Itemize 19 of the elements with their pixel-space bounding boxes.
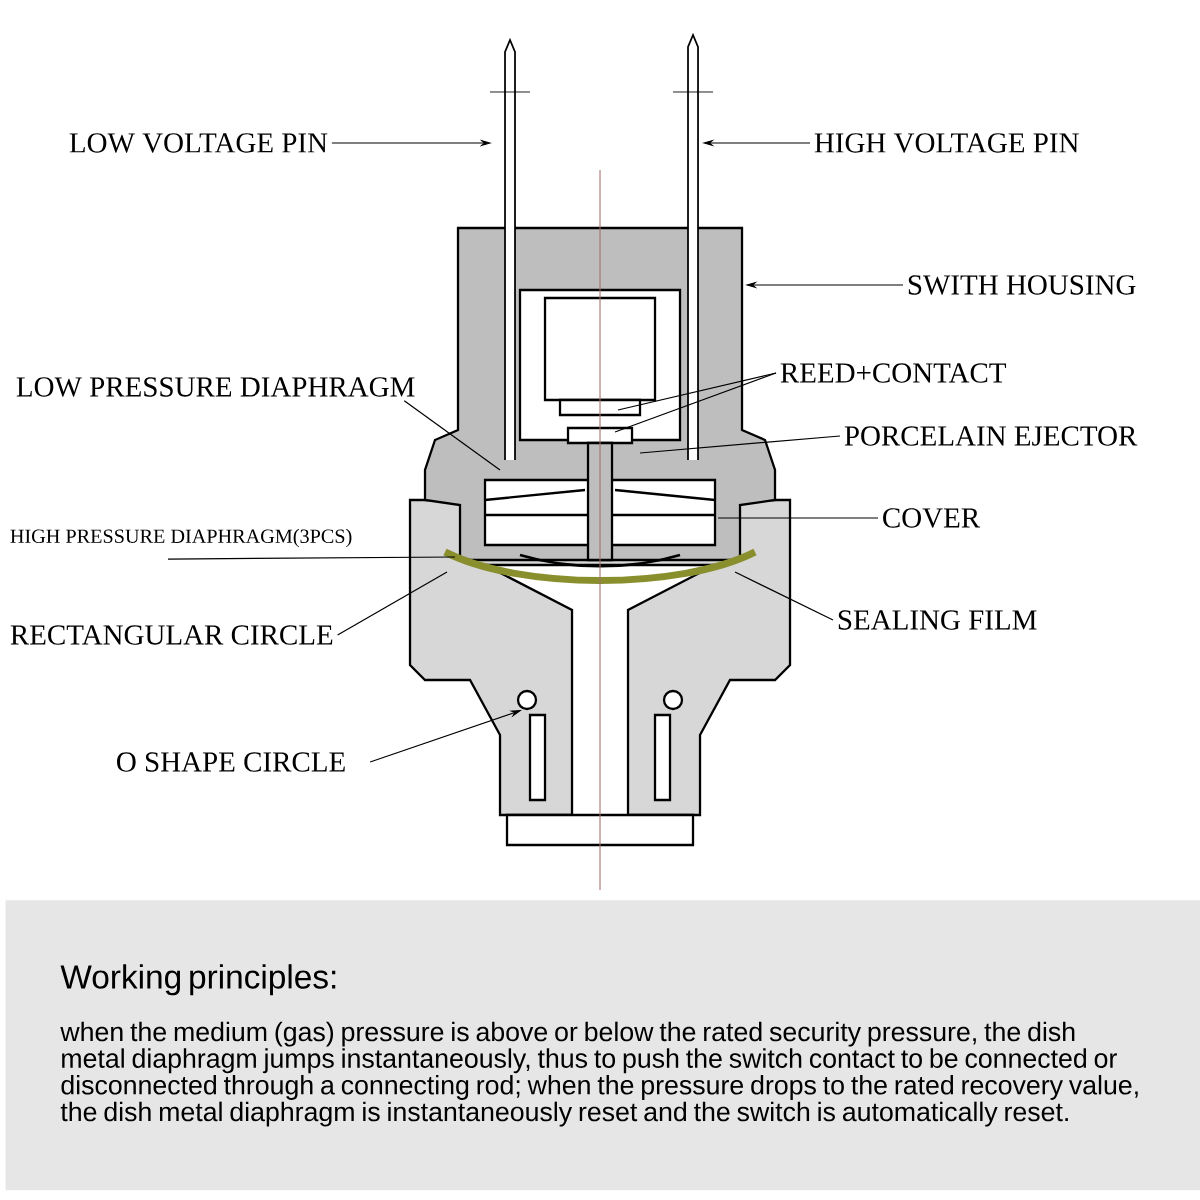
leader-line bbox=[717, 517, 879, 519]
part-label: O SHAPE CIRCLE bbox=[117, 752, 345, 772]
part-label: COVER bbox=[883, 508, 981, 528]
leader-line bbox=[403, 400, 501, 471]
part-label: REED+CONTACT bbox=[780, 363, 1007, 383]
part-label: SEALING FILM bbox=[838, 610, 1037, 630]
leader-line bbox=[734, 571, 834, 621]
leader-line bbox=[337, 571, 448, 636]
part-label: SWITH HOUSING bbox=[908, 275, 1136, 295]
part-label: RECTANGULAR CIRCLE bbox=[10, 625, 333, 645]
part-label: HIGH VOLTAGE PIN bbox=[814, 133, 1079, 153]
part-label: LOW VOLTAGE PIN bbox=[69, 133, 328, 153]
part-label: LOW PRESSURE DIAPHRAGM bbox=[16, 377, 415, 397]
part-label: HIGH PRESSURE DIAPHRAGM(3PCS) bbox=[10, 528, 352, 548]
text-panel: Working principles: when the medium (gas) pressure is above or below the rated security pressure, the dish metal diaphragm jumps instantaneously, thus to push the switch contact to be connected or disconnected through a connecting rod; when the pressure drops to the rated recovery value, the dish metal diaphragm is instantaneously reset and the switch is automatically reset. bbox=[5, 900, 1200, 1191]
part-label: PORCELAIN EJECTOR bbox=[844, 426, 1138, 446]
leader-line bbox=[614, 372, 777, 433]
leader-line bbox=[639, 435, 841, 454]
leader-line bbox=[167, 556, 456, 560]
